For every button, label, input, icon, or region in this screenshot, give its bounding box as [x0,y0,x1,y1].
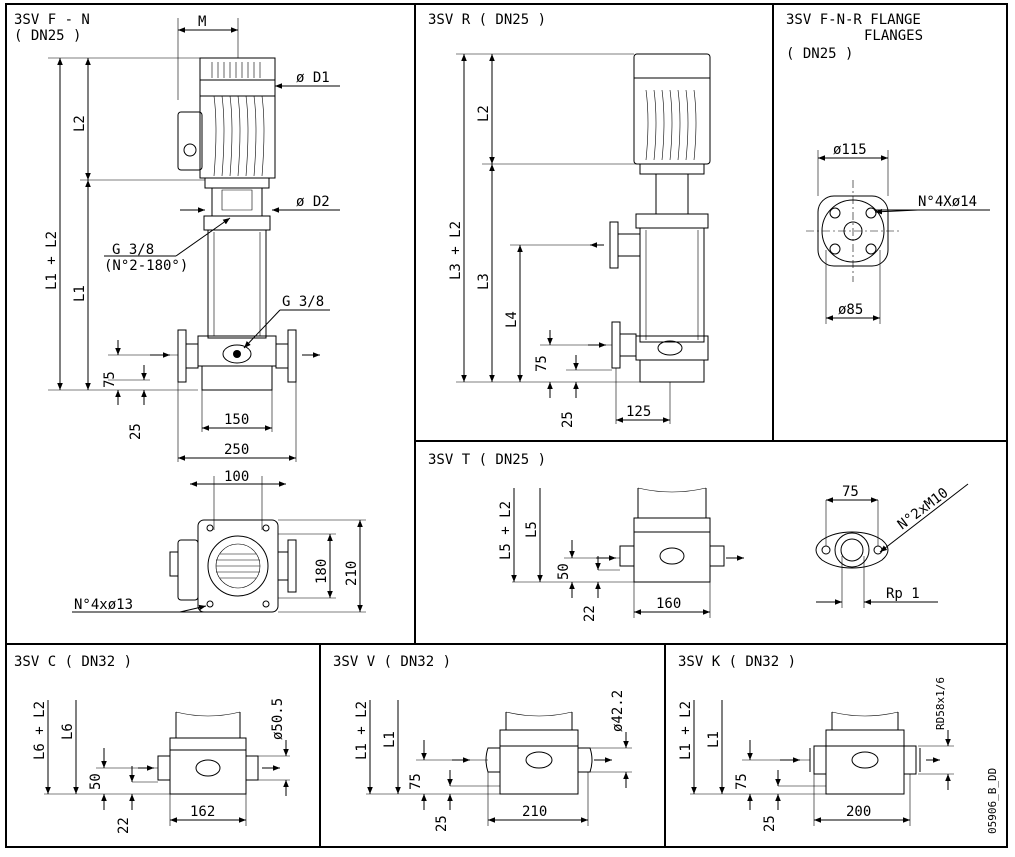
dim-L5-L2: L5 + L2 [498,501,514,560]
dim-75-k: 75 [734,773,750,790]
dim-25-k: 25 [762,815,778,832]
flange-detail: ø115 ø85 N°4Xø14 [806,142,990,324]
dim-RD58: RD58x1/6 [934,677,947,730]
dim-100: 100 [224,469,249,485]
dim-422: ø42.2 [610,690,626,732]
dim-50-c: 50 [88,773,104,790]
pump-r-elevation: L3 + L2 L2 L3 L4 75 25 125 [448,53,711,428]
dim-L1-v: L1 [382,731,398,748]
dim-50-t: 50 [556,563,572,580]
title-flange: 3SV F-N-R FLANGE [786,12,921,28]
drawing-code: 05906_B_DD [986,768,999,834]
label-g38-upper: G 3/8 [112,242,154,258]
dim-75-t: 75 [842,484,859,500]
subtitle-fn: ( DN25 ) [14,28,81,44]
dim-D1: ø D1 [296,70,330,86]
title-flange-2: FLANGES [864,28,923,44]
label-Rp1: Rp 1 [886,586,920,602]
title-t: 3SV T ( DN25 ) [428,452,546,468]
dim-L6-L2: L6 + L2 [32,701,48,760]
dim-f115: ø115 [833,142,867,158]
dim-L3: L3 [476,273,492,290]
label-M10: N°2xM10 [895,485,952,533]
dim-160: 160 [656,596,681,612]
subtitle-flange: ( DN25 ) [786,46,853,62]
title-k: 3SV K ( DN32 ) [678,654,796,670]
pump-fn-plan: 100 180 210 N°4xø13 [72,469,366,613]
dim-25: 25 [128,423,144,440]
dim-75-r: 75 [534,355,550,372]
title-r: 3SV R ( DN25 ) [428,12,546,28]
title-c: 3SV C ( DN32 ) [14,654,132,670]
dim-L1: L1 [72,285,88,302]
title-v: 3SV V ( DN32 ) [333,654,451,670]
label-g38-lower: G 3/8 [282,294,324,310]
dim-162: 162 [190,804,215,820]
label-g38-note: (N°2-180°) [104,258,188,274]
dim-22-c: 22 [116,817,132,834]
dim-150: 150 [224,412,249,428]
pump-t-elevation: L5 + L2 L5 50 22 160 [498,487,744,622]
title-fn: 3SV F - N [14,12,90,28]
dim-25-r: 25 [560,411,576,428]
dim-75: 75 [102,371,118,388]
panel-grid [5,3,1008,848]
dim-22-t: 22 [582,605,598,622]
dim-L1-L2-v: L1 + L2 [354,701,370,760]
dim-L2-r: L2 [476,105,492,122]
oval-flange-detail: 75 N°2xM10 Rp 1 [815,483,969,608]
dim-L1-L2: L1 + L2 [44,231,60,290]
dim-L1-L2-k: L1 + L2 [678,701,694,760]
label-holes-14: N°4Xø14 [918,194,977,210]
dim-M: M [198,14,206,30]
pump-v-elevation: L1 + L2 L1 75 25 210 ø42.2 [354,690,632,832]
dim-210-v: 210 [522,804,547,820]
dim-L4: L4 [504,311,520,328]
label-holes-13: N°4xø13 [74,597,133,613]
dim-200: 200 [846,804,871,820]
pump-k-elevation: L1 + L2 L1 75 25 200 RD58x1/6 05906_B_DD [678,677,999,834]
dim-L2: L2 [72,115,88,132]
dim-250: 250 [224,442,249,458]
impeller-icon [207,535,269,597]
dim-L1-k: L1 [706,731,722,748]
dim-L3-L2: L3 + L2 [448,221,464,280]
dim-25-v: 25 [434,815,450,832]
dim-210: 210 [344,561,360,586]
dim-125: 125 [626,404,651,420]
dim-f85: ø85 [838,302,863,318]
pump-c-elevation: L6 + L2 L6 50 22 162 ø50.5 [32,698,290,834]
panel-titles: 3SV F - N ( DN25 ) 3SV R ( DN25 ) 3SV F-… [14,12,923,670]
pump-fn-elevation: M ø D1 ø D2 L1 + L2 L2 L1 G 3/8 (N°2-180… [44,14,340,462]
dim-L6: L6 [60,723,76,740]
dim-180: 180 [314,559,330,584]
dim-505: ø50.5 [270,698,286,740]
dim-D2: ø D2 [296,194,330,210]
dim-75-v: 75 [408,773,424,790]
dim-L5: L5 [524,521,540,538]
